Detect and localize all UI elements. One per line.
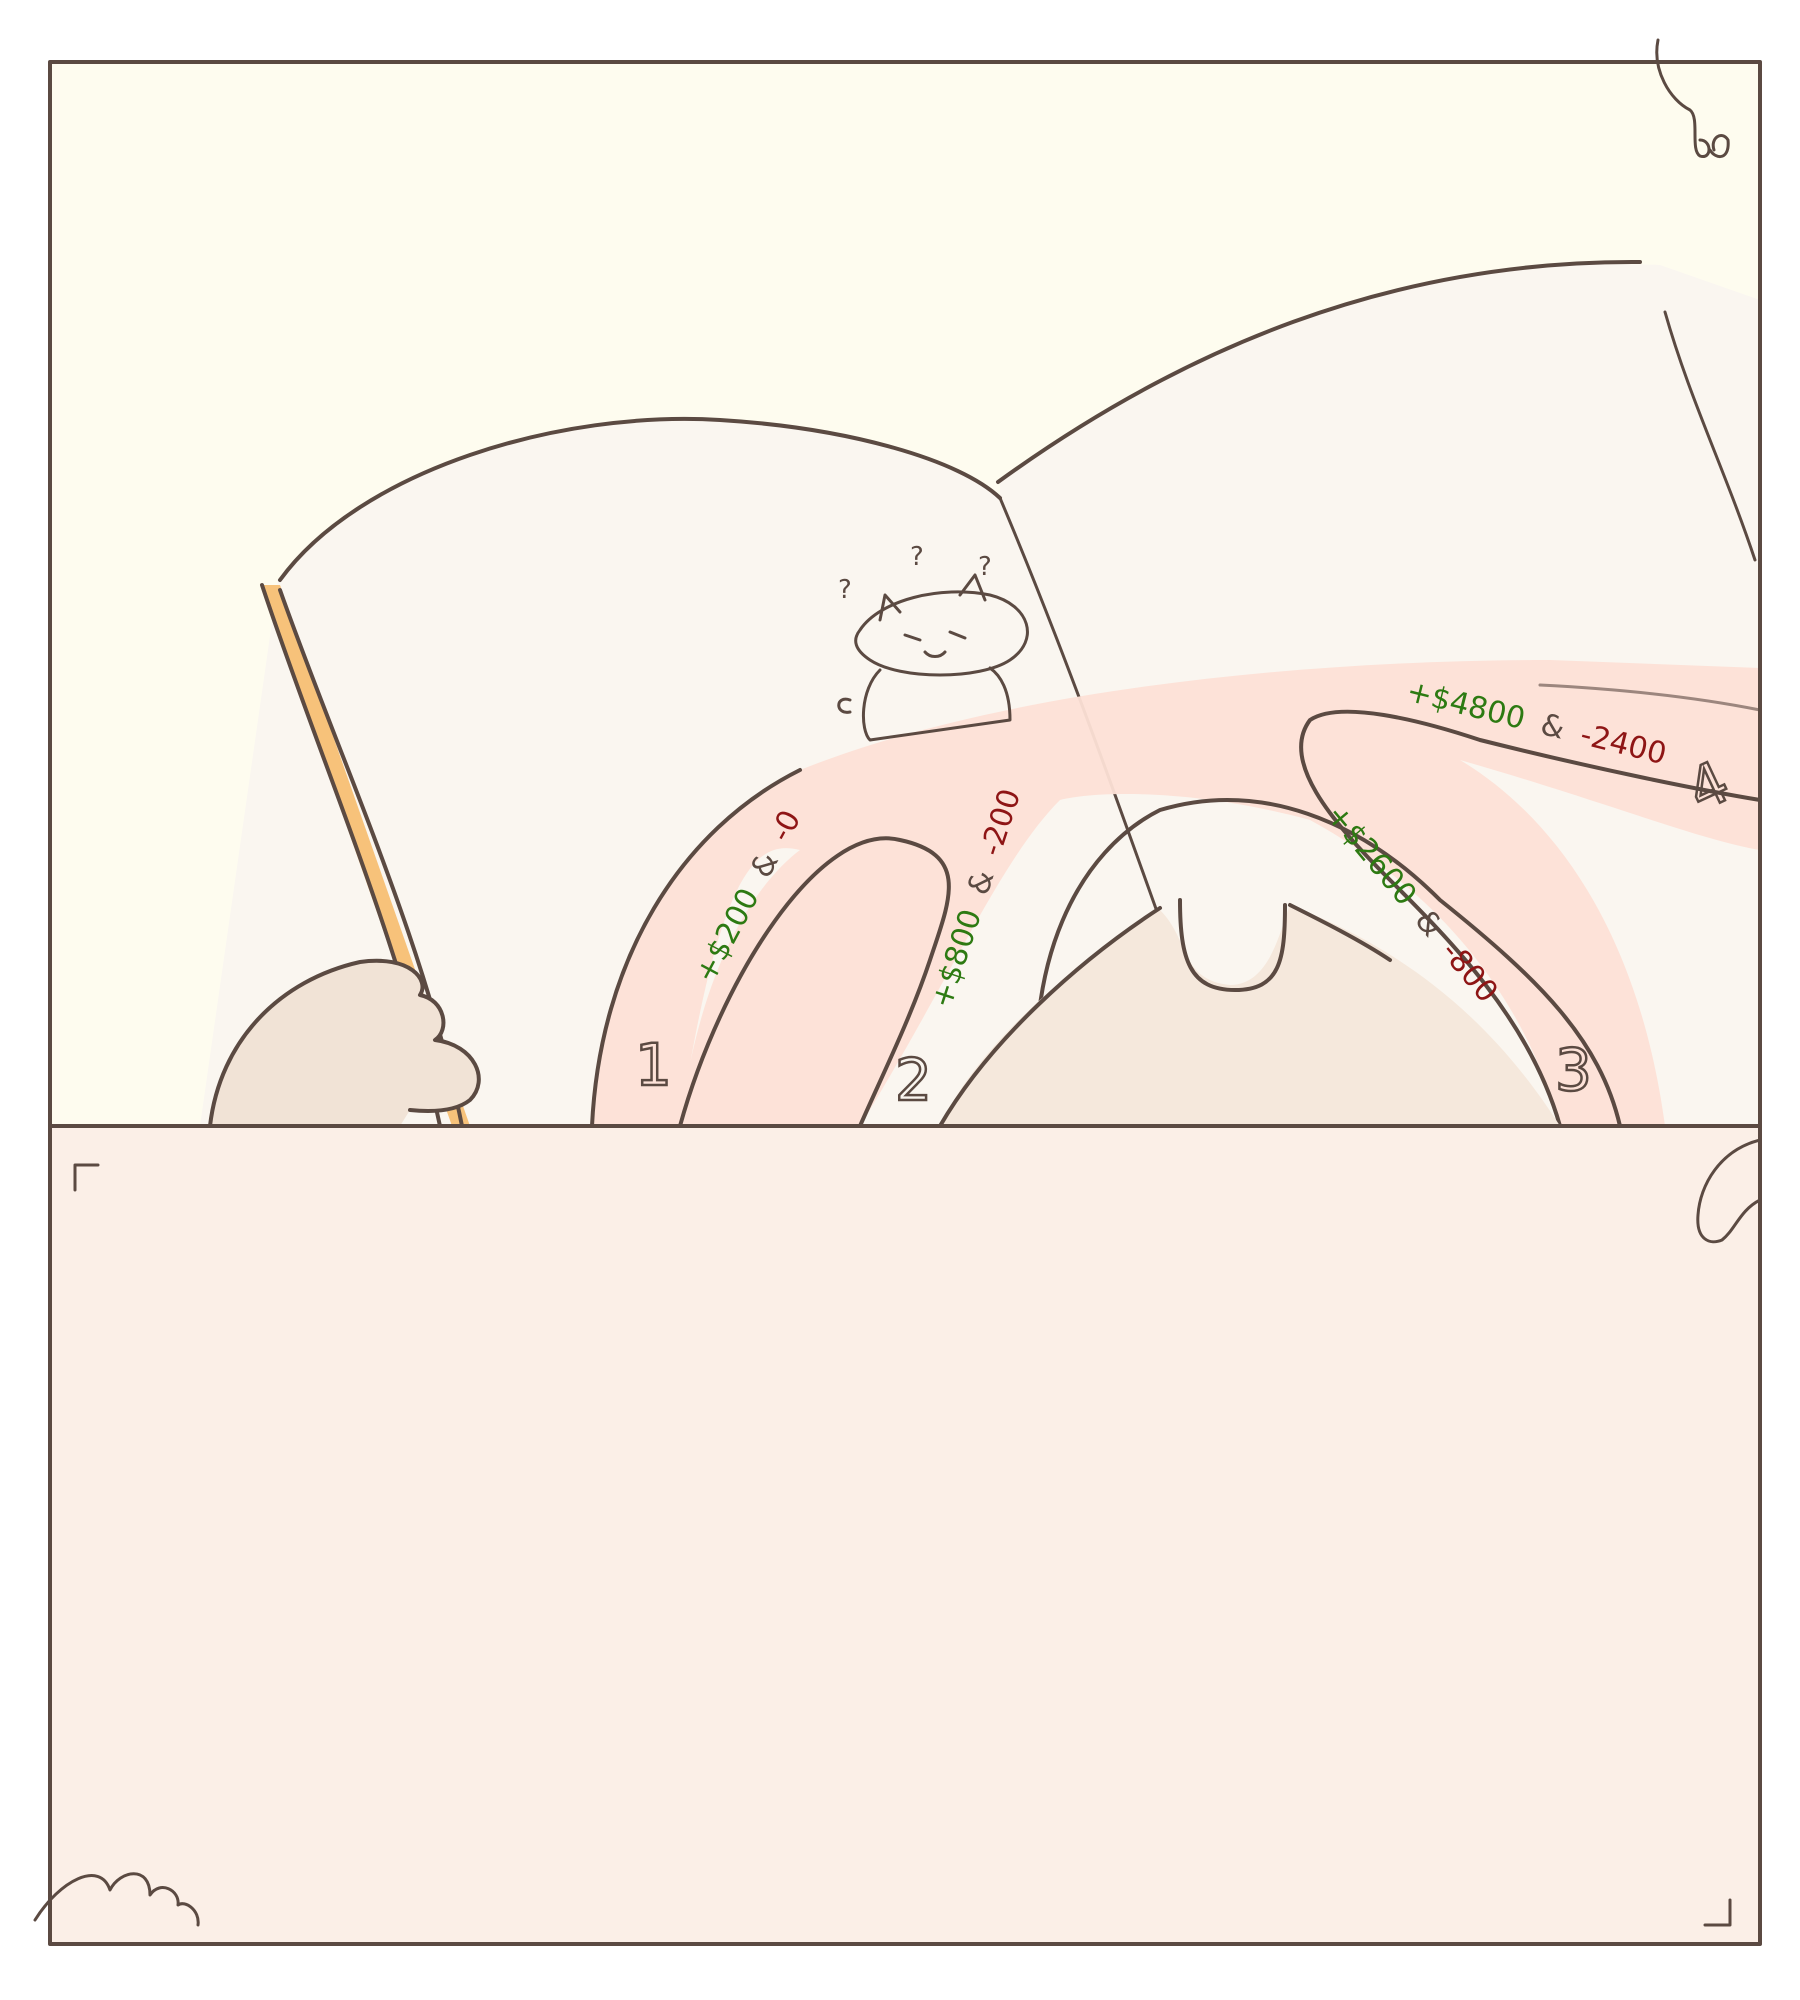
doodle-question-1: ? (838, 575, 852, 605)
branch-1-number: 1 (635, 1031, 672, 1099)
character-head (938, 898, 1560, 1128)
top-panel: ? ? ? +$200 & -0 +$800 & -200 (48, 38, 1762, 1128)
bottom-left-doodle (33, 1872, 200, 1927)
confused-cat-doodle: ? ? ? (837, 542, 1029, 742)
peeking-paw (1696, 1138, 1762, 1244)
doodle-question-3: ? (978, 552, 992, 582)
doodle-question-2: ? (910, 542, 924, 572)
bottom-panel-frame (48, 1124, 1762, 1946)
branch-2-number: 2 (895, 1046, 932, 1114)
bottom-panel (33, 1124, 1762, 1946)
corner-mark-bottom-right (1703, 1898, 1732, 1927)
paw (208, 958, 481, 1128)
corner-mark-top-left (73, 1163, 100, 1192)
branch-3-number: 3 (1555, 1036, 1592, 1104)
curl-doodle (1655, 38, 1730, 158)
branching-path (590, 660, 1762, 1128)
